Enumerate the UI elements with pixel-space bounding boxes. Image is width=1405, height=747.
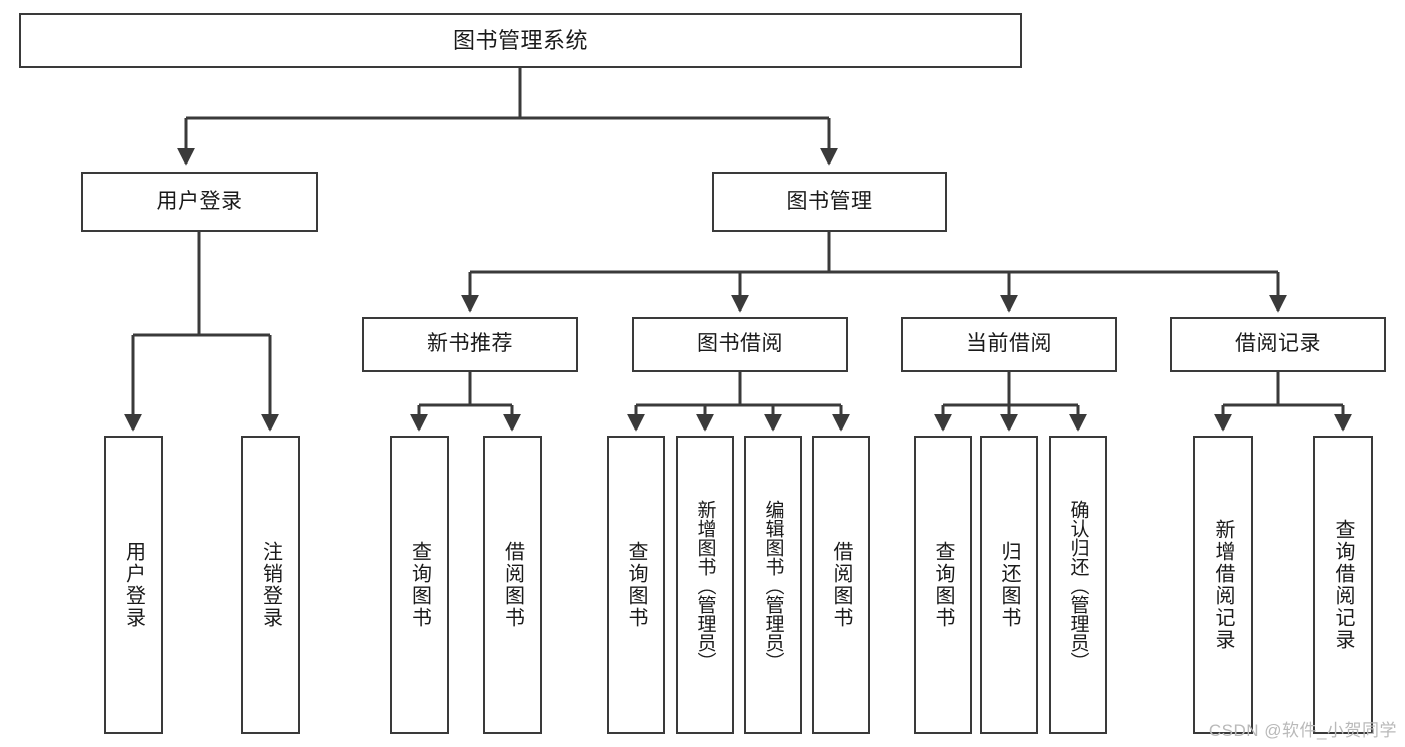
watermark: CSDN @软件_小贺同学 <box>1208 721 1397 740</box>
leaf-query-book-3[interactable]: 查询图书 <box>914 436 972 734</box>
leaf-borrow-book-1[interactable]: 借阅图书 <box>483 436 542 734</box>
leaf-confirm-return[interactable]: 确认归还（管理员） <box>1049 436 1107 734</box>
node-current-borrow[interactable]: 当前借阅 <box>901 317 1117 372</box>
leaf-borrow-book-2[interactable]: 借阅图书 <box>812 436 870 734</box>
node-new-book-recommend[interactable]: 新书推荐 <box>362 317 578 372</box>
leaf-edit-book[interactable]: 编辑图书（管理员） <box>744 436 802 734</box>
node-book-borrow[interactable]: 图书借阅 <box>632 317 848 372</box>
node-book-manage[interactable]: 图书管理 <box>712 172 947 232</box>
leaf-query-book-2[interactable]: 查询图书 <box>607 436 665 734</box>
leaf-query-book-1[interactable]: 查询图书 <box>390 436 449 734</box>
leaf-query-record[interactable]: 查询借阅记录 <box>1313 436 1373 734</box>
node-user-login[interactable]: 用户登录 <box>81 172 318 232</box>
leaf-user-login[interactable]: 用户登录 <box>104 436 163 734</box>
leaf-add-record[interactable]: 新增借阅记录 <box>1193 436 1253 734</box>
leaf-add-book[interactable]: 新增图书（管理员） <box>676 436 734 734</box>
node-root[interactable]: 图书管理系统 <box>19 13 1022 68</box>
leaf-logout-login[interactable]: 注销登录 <box>241 436 300 734</box>
node-borrow-record[interactable]: 借阅记录 <box>1170 317 1386 372</box>
leaf-return-book[interactable]: 归还图书 <box>980 436 1038 734</box>
